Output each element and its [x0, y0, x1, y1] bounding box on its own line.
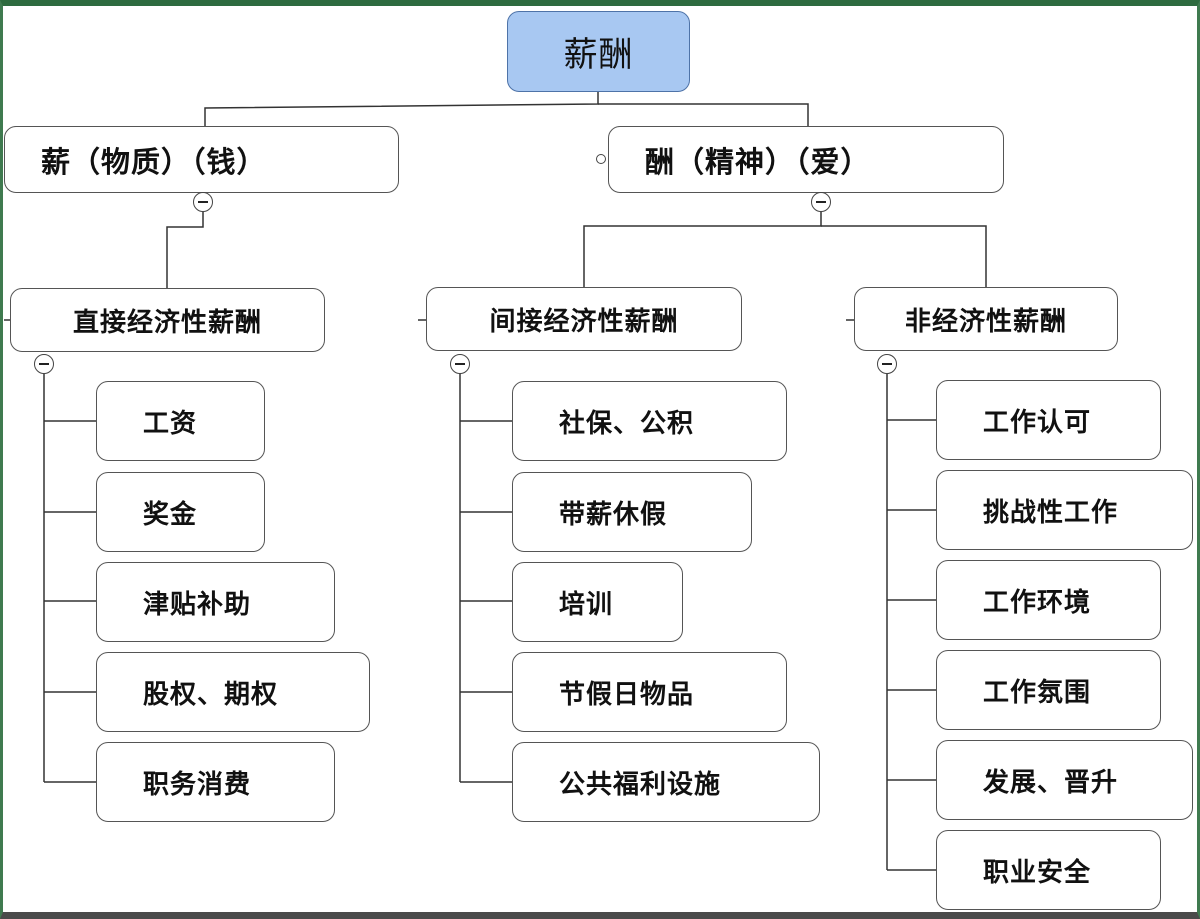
leaf-work-atmosphere[interactable]: 工作氛围 [936, 650, 1161, 730]
branch-spiritual-label: 酬（精神）（爱） [645, 144, 871, 179]
collapse-direct-icon[interactable] [34, 354, 54, 374]
branch-spiritual-node[interactable]: 酬（精神）（爱） [608, 126, 1004, 193]
leaf-label: 奖金 [143, 499, 198, 530]
leaf-label: 发展、晋升 [983, 767, 1119, 798]
leaf-wage[interactable]: 工资 [96, 381, 265, 461]
collapse-spiritual-icon[interactable] [811, 192, 831, 212]
indirect-pay-node[interactable]: 间接经济性薪酬 [426, 287, 742, 351]
leaf-label: 职业安全 [983, 857, 1092, 888]
leaf-equity[interactable]: 股权、期权 [96, 652, 370, 732]
leaf-work-environment[interactable]: 工作环境 [936, 560, 1161, 640]
leaf-label: 公共福利设施 [559, 769, 722, 800]
connector-root-right [598, 103, 809, 126]
leaf-label: 节假日物品 [559, 679, 695, 710]
indirect-pay-label: 间接经济性薪酬 [489, 306, 679, 337]
direct-pay-node[interactable]: 直接经济性薪酬 [10, 288, 325, 352]
connector-material [166, 211, 204, 288]
leaf-holiday-gifts[interactable]: 节假日物品 [512, 652, 787, 732]
connector-root [204, 92, 599, 126]
leaf-label: 津贴补助 [143, 589, 252, 620]
root-node[interactable]: 薪酬 [507, 11, 690, 92]
leaf-recognition[interactable]: 工作认可 [936, 380, 1161, 460]
connector-spiritual-right [821, 225, 987, 287]
collapse-indirect-icon[interactable] [450, 354, 470, 374]
leaf-promotion[interactable]: 发展、晋升 [936, 740, 1193, 820]
leaf-bonus[interactable]: 奖金 [96, 472, 265, 552]
leaf-label: 带薪休假 [559, 499, 668, 530]
leaf-challenging-work[interactable]: 挑战性工作 [936, 470, 1193, 550]
branch-material-node[interactable]: 薪（物质）（钱） [4, 126, 399, 193]
leaf-label: 培训 [559, 589, 614, 620]
leaf-label: 挑战性工作 [983, 497, 1119, 528]
leaf-label: 工作认可 [983, 407, 1092, 438]
non-economic-pay-label: 非经济性薪酬 [904, 306, 1067, 337]
leaf-public-facilities[interactable]: 公共福利设施 [512, 742, 820, 822]
leaf-label: 职务消费 [143, 769, 252, 800]
connector-spiritual [583, 211, 822, 287]
leaf-paid-leave[interactable]: 带薪休假 [512, 472, 752, 552]
leaf-training[interactable]: 培训 [512, 562, 683, 642]
branch-material-label: 薪（物质）（钱） [41, 144, 267, 179]
leaf-label: 社保、公积 [559, 408, 695, 439]
non-economic-pay-node[interactable]: 非经济性薪酬 [854, 287, 1118, 351]
leaf-label: 工资 [143, 408, 198, 439]
branch-spiritual-nub-icon [596, 154, 606, 164]
collapse-nonecon-icon[interactable] [877, 354, 897, 374]
leaf-label: 工作氛围 [983, 677, 1092, 708]
leaf-social-insurance[interactable]: 社保、公积 [512, 381, 787, 461]
collapse-material-icon[interactable] [193, 192, 213, 212]
direct-pay-label: 直接经济性薪酬 [72, 307, 262, 338]
leaf-job-security[interactable]: 职业安全 [936, 830, 1161, 910]
leaf-label: 工作环境 [983, 587, 1092, 618]
leaf-perquisite[interactable]: 职务消费 [96, 742, 335, 822]
leaf-allowance[interactable]: 津贴补助 [96, 562, 335, 642]
root-label: 薪酬 [563, 35, 634, 75]
leaf-label: 股权、期权 [143, 679, 279, 710]
